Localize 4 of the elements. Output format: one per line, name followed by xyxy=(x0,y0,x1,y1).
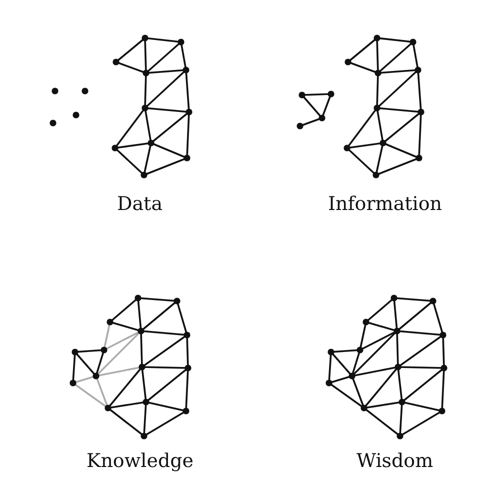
node-label: Information xyxy=(328,193,442,215)
node-label: Data xyxy=(117,193,163,215)
node-label: Wisdom xyxy=(356,450,434,472)
node-label: Knowledge xyxy=(86,450,194,472)
